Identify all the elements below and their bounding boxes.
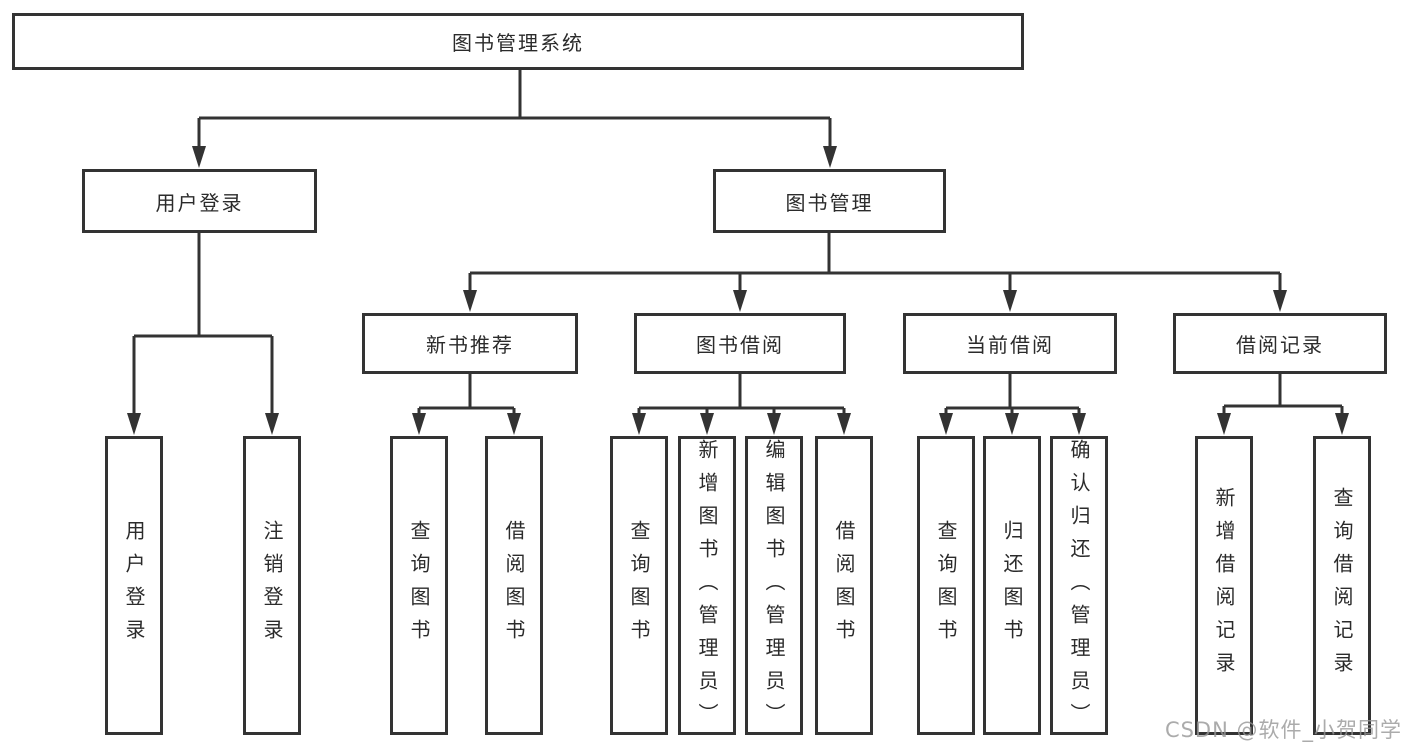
connector-user-login-branch xyxy=(132,233,274,428)
node-user-login: 用户登录 xyxy=(82,169,317,233)
arrow-icon xyxy=(412,413,426,435)
arrow-icon xyxy=(507,413,521,435)
leaf-label: 新增图书（管理员） xyxy=(695,439,719,736)
connector-new-book-branch xyxy=(417,374,516,428)
arrow-icon xyxy=(767,413,781,435)
node-book-management: 图书管理 xyxy=(713,169,946,233)
node-borrowing-records: 借阅记录 xyxy=(1173,313,1387,374)
arrow-icon xyxy=(265,413,279,435)
arrow-icon xyxy=(1005,413,1019,435)
leaf-label: 查询图书 xyxy=(934,519,958,652)
arrow-icon xyxy=(733,290,747,312)
leaf-query-books-recommend: 查询图书 xyxy=(390,436,448,735)
node-label: 图书管理系统 xyxy=(452,31,584,55)
connector-records-branch xyxy=(1222,374,1344,428)
arrow-icon xyxy=(1217,413,1231,435)
arrow-icon xyxy=(632,413,646,435)
arrow-icon xyxy=(939,413,953,435)
leaf-borrow-books: 借阅图书 xyxy=(815,436,873,735)
node-book-borrowing: 图书借阅 xyxy=(634,313,846,374)
arrow-icon xyxy=(823,146,837,168)
leaf-query-books-current: 查询图书 xyxy=(917,436,975,735)
csdn-watermark: CSDN @软件_小贺同学 xyxy=(1164,718,1402,742)
leaf-label: 确认归还（管理员） xyxy=(1067,439,1091,736)
leaf-label: 查询图书 xyxy=(627,519,651,652)
leaf-query-books-borrow: 查询图书 xyxy=(610,436,668,735)
leaf-user-login: 用户登录 xyxy=(105,436,163,735)
leaf-label: 借阅图书 xyxy=(502,519,526,652)
leaf-add-borrow-record: 新增借阅记录 xyxy=(1195,436,1253,735)
connector-root-branch xyxy=(197,70,832,162)
node-label: 新书推荐 xyxy=(426,333,514,357)
node-current-borrowing: 当前借阅 xyxy=(903,313,1117,374)
node-library-management-system: 图书管理系统 xyxy=(12,13,1024,70)
leaf-label: 借阅图书 xyxy=(832,519,856,652)
leaf-label: 查询借阅记录 xyxy=(1330,486,1354,685)
node-label: 当前借阅 xyxy=(966,333,1054,357)
connector-book-mgmt-branch xyxy=(468,233,1282,306)
arrow-icon xyxy=(1273,290,1287,312)
leaf-edit-books-admin: 编辑图书（管理员） xyxy=(745,436,803,736)
leaf-confirm-return-admin: 确认归还（管理员） xyxy=(1050,436,1108,736)
leaf-add-books-admin: 新增图书（管理员） xyxy=(678,436,736,736)
leaf-borrow-books-recommend: 借阅图书 xyxy=(485,436,543,735)
arrow-icon xyxy=(1003,290,1017,312)
node-new-book-recommendation: 新书推荐 xyxy=(362,313,578,374)
connector-borrow-branch xyxy=(637,374,846,428)
node-label: 借阅记录 xyxy=(1236,333,1324,357)
arrowheads xyxy=(127,146,1349,435)
leaf-label: 查询图书 xyxy=(407,519,431,652)
leaf-label: 新增借阅记录 xyxy=(1212,486,1236,685)
leaf-query-borrow-record: 查询借阅记录 xyxy=(1313,436,1371,735)
leaf-return-books: 归还图书 xyxy=(983,436,1041,735)
leaf-label: 编辑图书（管理员） xyxy=(762,439,786,736)
arrow-icon xyxy=(1072,413,1086,435)
leaf-label: 用户登录 xyxy=(122,519,146,652)
leaf-logout: 注销登录 xyxy=(243,436,301,735)
arrow-icon xyxy=(837,413,851,435)
node-label: 用户登录 xyxy=(155,190,244,215)
arrow-icon xyxy=(127,413,141,435)
arrow-icon xyxy=(1335,413,1349,435)
node-label: 图书管理 xyxy=(785,190,874,215)
arrow-icon xyxy=(463,290,477,312)
arrow-icon xyxy=(700,413,714,435)
arrow-icon xyxy=(192,146,206,168)
node-label: 图书借阅 xyxy=(696,333,784,357)
leaf-label: 归还图书 xyxy=(1000,519,1024,652)
leaf-label: 注销登录 xyxy=(260,519,284,652)
